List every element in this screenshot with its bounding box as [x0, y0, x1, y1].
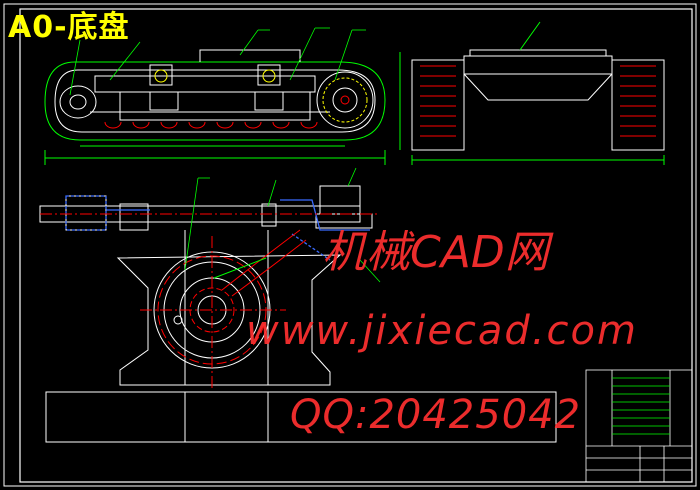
front-view: [399, 21, 665, 165]
drawing-title: A0-底盘: [8, 10, 130, 45]
watermark-qq: QQ:20425042: [290, 392, 582, 438]
front-track-links: [420, 65, 656, 137]
side-view-track: [44, 49, 386, 165]
outer-frame: [3, 3, 697, 487]
section-blue-hatch: [65, 195, 370, 261]
title-block: [585, 369, 693, 483]
watermark-url: www.jixiecad.com: [246, 308, 638, 354]
title-block-rows: [612, 377, 670, 435]
inner-frame: [19, 8, 693, 483]
drive-sprocket: [316, 71, 374, 129]
road-wheels: [104, 121, 318, 129]
watermark-site-name: 机械CAD网: [322, 227, 549, 278]
leader-lines-top: [69, 27, 366, 96]
section-leaders: [184, 167, 381, 283]
section-red-lines: [40, 213, 380, 390]
